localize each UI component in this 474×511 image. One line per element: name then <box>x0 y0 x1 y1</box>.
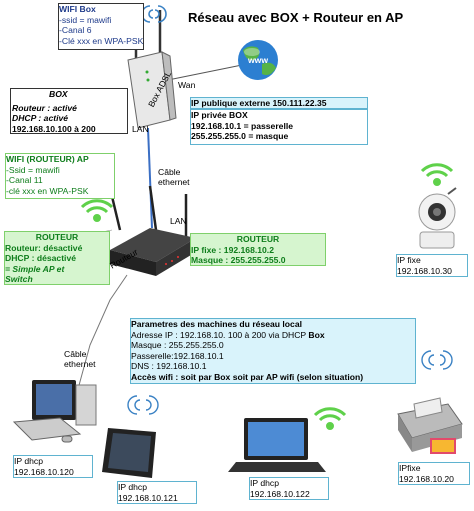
wifi-icon-laptop <box>313 407 347 430</box>
params-ip-text: Adresse IP : 192.168.10. 100 à 200 via D… <box>131 329 309 340</box>
wan-line <box>167 64 243 81</box>
params-header: Parametres des machines du réseau local <box>131 319 303 329</box>
wifi-ap-header: WIFI (ROUTEUR) AP <box>6 154 89 164</box>
router-status-line: Switch <box>5 274 33 285</box>
router-status-header: ROUTEUR <box>35 232 79 242</box>
lan-router-label: LAN <box>170 216 187 226</box>
router-status-line: = Simple AP et <box>5 263 65 274</box>
desktop-label-panel: IP dhcp 192.168.10.120 <box>13 455 93 478</box>
laptop-line: IP dhcp <box>250 478 279 488</box>
cable-box-router <box>147 127 153 229</box>
cable-label-2b: ethernet <box>64 359 96 369</box>
ipcam-line: IP fixe <box>397 255 421 265</box>
printer-icon <box>397 397 463 454</box>
box-adsl-icon <box>127 10 177 129</box>
router-ip-line: Masque : 255.255.255.0 <box>191 255 286 266</box>
cable-label-1b: ethernet <box>158 177 190 187</box>
diagram-title: Réseau avec BOX + Routeur en AP <box>188 10 404 25</box>
wifi-box-line: -Clé xxx en WPA-PSK <box>59 35 144 46</box>
box-line: Routeur : activé <box>12 103 77 113</box>
ipcam-line: 192.168.10.30 <box>397 265 452 276</box>
ip-private-panel: IP privée BOX 192.168.10.1 = passerelle … <box>190 109 368 145</box>
cable-label-2: Câble <box>64 349 87 359</box>
wifi-ap-panel: WIFI (ROUTEUR) AP -Ssid = mawifi -Canal … <box>5 153 115 199</box>
cable-label-1: Câble <box>158 167 181 177</box>
wifi-icon-box <box>141 5 167 23</box>
tablet-line: 192.168.10.121 <box>118 492 178 503</box>
params-line: Masque : 255.255.255.0 <box>131 340 224 351</box>
ip-private-header: IP privée BOX <box>191 110 248 120</box>
router-status-line: Routeur: désactivé <box>5 242 83 253</box>
wifi-ap-line: -Canal 11 <box>6 175 43 186</box>
params-line: DNS : 192.168.10.1 <box>131 361 207 372</box>
wifi-ap-line: -Ssid = mawifi <box>6 164 60 175</box>
printer-line: IPfixe <box>399 463 421 473</box>
router-status-panel: ROUTEUR Routeur: désactivé DHCP : désact… <box>4 231 110 285</box>
params-line: Passerelle:192.168.10.1 <box>131 350 224 361</box>
tablet-icon <box>102 428 156 478</box>
ip-private-line: 192.168.10.1 = passerelle <box>191 120 294 131</box>
params-panel: Parametres des machines du réseau local … <box>130 318 416 384</box>
wifi-box-line: -Canal 6 <box>59 25 92 36</box>
router-ip-line: IP fixe : 192.168.10.2 <box>191 244 274 255</box>
www-label: www <box>248 55 269 65</box>
router-status-line: DHCP : désactivé <box>5 253 77 264</box>
wifi-icon-camera <box>420 163 454 186</box>
wifi-icon-ap <box>80 199 114 222</box>
desktop-computer-icon <box>12 380 97 443</box>
tablet-line: IP dhcp <box>118 482 147 492</box>
ip-private-line: 255.255.255.0 = masque <box>191 131 289 142</box>
printer-label-panel: IPfixe 192.168.10.20 <box>398 462 470 485</box>
wifi-box-line: -ssid = mawifi <box>59 14 112 25</box>
wifi-box-header: WIFI Box <box>59 4 96 14</box>
wan-label: Wan <box>178 80 196 90</box>
router-ip-header: ROUTEUR <box>236 234 280 244</box>
globe-icon <box>238 40 278 80</box>
wifi-ap-line: -clé xxx en WPA-PSK <box>6 185 89 196</box>
ip-public-text: IP publique externe 150.111.22.35 <box>191 98 327 108</box>
ip-public-panel: IP publique externe 150.111.22.35 <box>190 97 368 109</box>
tablet-label-panel: IP dhcp 192.168.10.121 <box>117 481 197 504</box>
params-line-ip: Adresse IP : 192.168.10. 100 à 200 via D… <box>131 330 415 341</box>
box-line: 192.168.10.100 à 200 <box>12 124 96 134</box>
params-access: Accès wifi : soit par Box soit par AP wi… <box>131 371 364 382</box>
lan-top-label: LAN <box>132 124 149 134</box>
router-ip-panel: ROUTEUR IP fixe : 192.168.10.2 Masque : … <box>190 233 326 266</box>
printer-line: 192.168.10.20 <box>399 473 454 484</box>
laptop-icon <box>228 418 326 472</box>
laptop-label-panel: IP dhcp 192.168.10.122 <box>249 477 329 500</box>
desktop-line: 192.168.10.120 <box>14 466 74 477</box>
params-ip-bold: Box <box>308 329 325 340</box>
wifi-icon-printer <box>421 350 453 370</box>
desktop-line: IP dhcp <box>14 456 43 466</box>
box-header: BOX <box>49 89 68 99</box>
box-line: DHCP : activé <box>12 113 69 123</box>
box-panel: BOX <box>10 88 128 134</box>
ipcam-label-panel: IP fixe 192.168.10.30 <box>396 254 468 277</box>
wifi-icon-tablet <box>127 395 159 415</box>
wifi-box-panel: WIFI Box -ssid = mawifi -Canal 6 -Clé xx… <box>58 3 144 50</box>
router-icon <box>108 185 196 276</box>
laptop-line: 192.168.10.122 <box>250 488 310 499</box>
ip-camera-icon <box>418 187 457 249</box>
